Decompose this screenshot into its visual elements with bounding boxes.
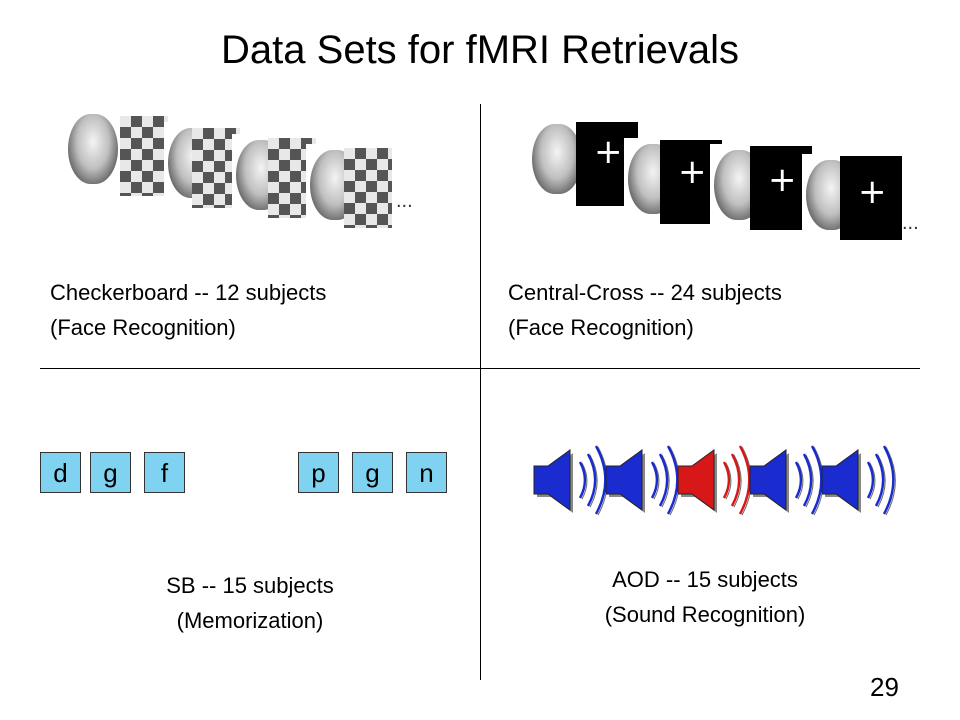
- cross-frame: +: [750, 146, 812, 230]
- cross-frame: +: [840, 156, 902, 240]
- vertical-divider: [480, 104, 481, 680]
- central-cross-task: (Face Recognition): [508, 315, 694, 340]
- letter-box: n: [406, 452, 447, 493]
- speaker-icon: [821, 445, 896, 516]
- central-cross-face-sequence: + + + + ...: [512, 104, 936, 254]
- letter-box: g: [352, 452, 393, 493]
- letter-box: f: [144, 452, 185, 493]
- letter-box: g: [90, 452, 131, 493]
- aod-task: (Sound Recognition): [604, 602, 806, 627]
- checkerboard-frame: [344, 148, 392, 228]
- checkerboard-label: Checkerboard -- 12 subjects: [50, 280, 327, 305]
- aod-caption: AOD -- 15 subjects (Sound Recognition): [510, 562, 900, 632]
- sb-caption: SB -- 15 subjects (Memorization): [60, 568, 440, 638]
- speaker-icon: [749, 445, 824, 516]
- checkerboard-face-sequence: ...: [60, 88, 422, 252]
- face-frame: [64, 108, 122, 190]
- plus-icon: +: [768, 160, 797, 200]
- speaker-icon: [605, 445, 680, 516]
- sb-label: SB -- 15 subjects: [166, 573, 334, 598]
- checkerboard-frame: [120, 116, 168, 196]
- checkerboard-caption: Checkerboard -- 12 subjects (Face Recogn…: [50, 275, 326, 345]
- plus-icon: +: [594, 132, 623, 172]
- checkerboard-task: (Face Recognition): [50, 315, 236, 340]
- speaker-icon: [677, 445, 752, 516]
- slide-title: Data Sets for fMRI Retrievals: [221, 28, 739, 72]
- speaker-icon: [533, 445, 608, 516]
- central-cross-caption: Central-Cross -- 24 subjects (Face Recog…: [508, 275, 782, 345]
- central-cross-label: Central-Cross -- 24 subjects: [508, 280, 782, 305]
- letter-box: d: [40, 452, 81, 493]
- ellipsis: ...: [396, 190, 413, 212]
- plus-icon: +: [678, 152, 707, 192]
- page-number: 29: [870, 672, 899, 702]
- horizontal-divider: [40, 368, 920, 369]
- ellipsis: ...: [902, 212, 919, 234]
- aod-label: AOD -- 15 subjects: [612, 567, 798, 592]
- letter-box: p: [298, 452, 339, 493]
- plus-icon: +: [858, 172, 887, 212]
- speaker-sequence: [533, 445, 896, 516]
- sb-task: (Memorization): [176, 608, 324, 633]
